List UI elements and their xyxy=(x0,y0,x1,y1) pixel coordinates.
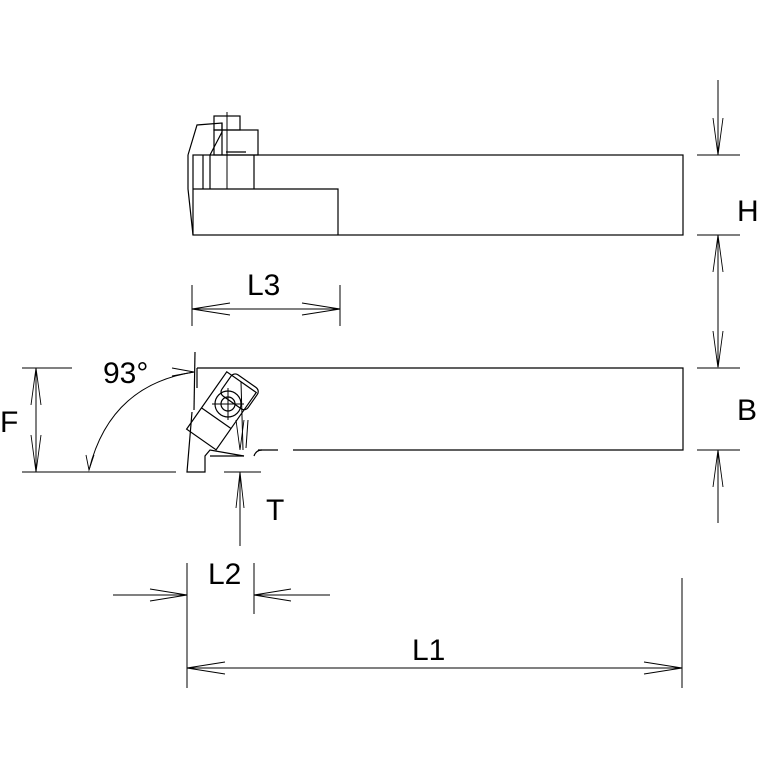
label-H: H xyxy=(737,195,759,228)
arrow-right-icon xyxy=(149,588,188,602)
label-L3: L3 xyxy=(247,269,280,302)
arrow-up-icon xyxy=(712,449,724,488)
arrow-left-icon xyxy=(253,588,292,602)
label-T: T xyxy=(266,494,284,527)
dimension-T: T xyxy=(224,419,284,546)
dimension-L1: L1 xyxy=(186,578,683,688)
arrow-right-icon xyxy=(643,661,683,675)
arrow-up-icon xyxy=(30,367,42,406)
arrow-up-icon xyxy=(235,471,245,509)
arrow-left-icon xyxy=(186,661,226,675)
label-L2: L2 xyxy=(208,558,241,591)
label-angle: 93° xyxy=(103,357,148,390)
clamp xyxy=(187,122,223,156)
plan-view xyxy=(185,351,684,473)
shank-plan xyxy=(197,367,684,451)
side-view xyxy=(187,112,684,236)
dimension-B: B xyxy=(697,367,757,523)
arrow-right-icon xyxy=(301,302,341,316)
arrow-left-icon xyxy=(191,302,231,316)
shank-side xyxy=(192,154,684,236)
dimension-F: F xyxy=(0,367,176,473)
arrow-up-icon xyxy=(712,234,724,273)
label-B: B xyxy=(737,394,757,427)
arrow-down-icon xyxy=(235,419,245,451)
head-block xyxy=(193,188,339,235)
dimension-angle: 93° xyxy=(85,357,195,472)
dimension-L2: L2 xyxy=(113,558,330,688)
arrow-down-icon xyxy=(85,454,95,472)
arrow-right-icon xyxy=(171,367,195,377)
label-L1: L1 xyxy=(412,634,445,667)
arrow-down-icon xyxy=(30,434,42,473)
dimension-H: H xyxy=(697,80,759,369)
label-F: F xyxy=(0,406,18,439)
arrow-down-icon xyxy=(712,117,724,156)
dimension-L3: L3 xyxy=(191,269,341,326)
